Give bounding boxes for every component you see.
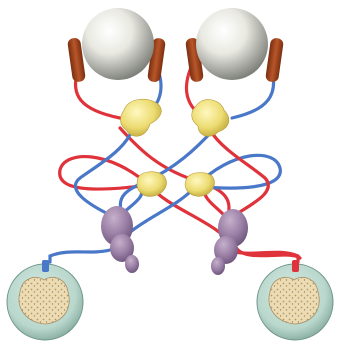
right-lower-nucleus-icon — [185, 173, 214, 197]
left-lower-nucleus-icon — [137, 172, 166, 197]
right-eye-group — [185, 8, 284, 83]
left-eye-group — [67, 8, 166, 83]
right-ganglion-icon — [211, 209, 248, 275]
red-pathway-right-cross — [210, 130, 268, 215]
pathways — [50, 70, 300, 262]
right-eyeball-icon — [196, 8, 268, 80]
blue-pathway-left-ganglion-to-cord — [50, 250, 110, 262]
blue-pathway-left-cross — [75, 130, 132, 215]
left-upper-nucleus-icon — [121, 99, 162, 136]
left-spinal-section-icon — [7, 260, 83, 340]
right-upper-nucleus-icon — [192, 100, 229, 137]
left-ganglion-icon — [101, 206, 139, 273]
right-spinal-section-icon — [257, 260, 333, 340]
left-eyeball-icon — [82, 8, 154, 80]
